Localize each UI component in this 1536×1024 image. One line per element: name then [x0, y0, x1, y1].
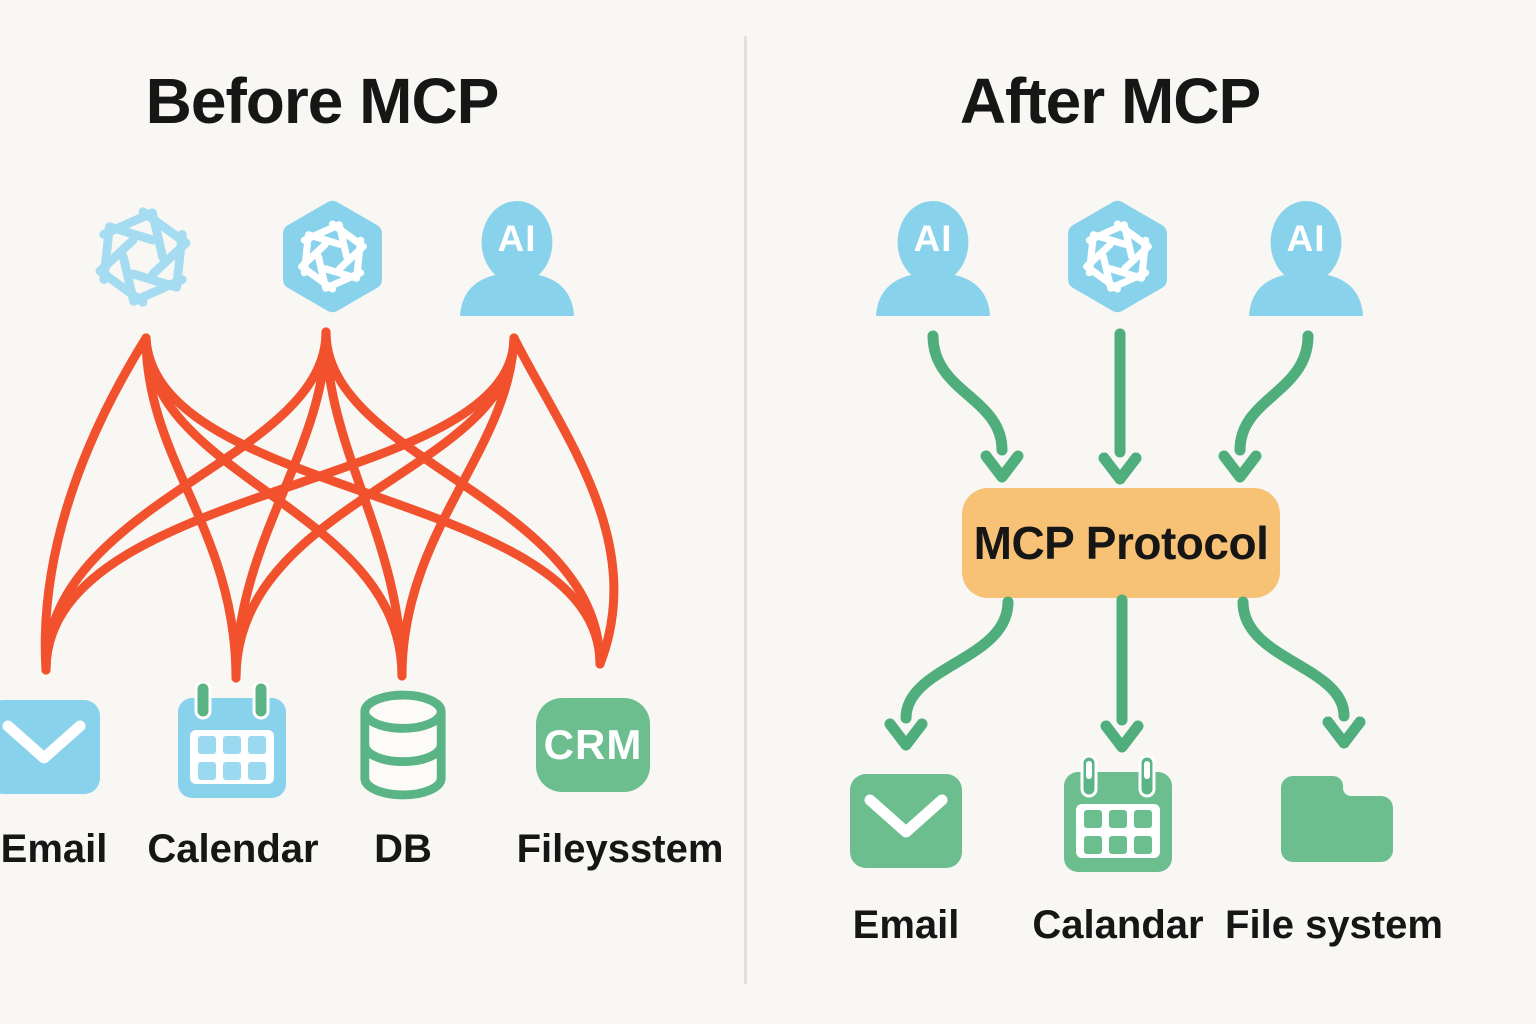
arrows-to-protocol — [927, 328, 1314, 485]
openai-logo-solid-icon — [276, 200, 389, 313]
ai-person-label: AI — [913, 218, 953, 259]
calendar-icon — [1062, 756, 1174, 876]
folder-icon — [1281, 772, 1393, 864]
ai-person-label: AI — [1286, 218, 1326, 259]
after-panel: After MCP AI AI MCP Protocol — [745, 0, 1536, 1024]
ai-person-icon: AI — [874, 198, 992, 316]
database-icon — [356, 688, 450, 802]
tool-label-email: Email — [0, 827, 108, 871]
tool-label-filesystem: Fileysstem — [516, 827, 724, 871]
tool-label-filesystem: File system — [1225, 903, 1443, 947]
tool-label-calendar: Calendar — [147, 827, 319, 871]
before-title: Before MCP — [145, 65, 500, 137]
tool-label-calendar: Calandar — [1032, 903, 1204, 947]
panel-divider — [744, 36, 747, 984]
ai-person-icon: AI — [458, 198, 576, 316]
after-title: After MCP — [959, 65, 1261, 137]
calendar-icon — [176, 682, 288, 802]
before-panel: Before MCP AI — [0, 0, 745, 1024]
ai-person-icon: AI — [1247, 198, 1365, 316]
email-icon — [0, 700, 100, 794]
email-icon — [850, 774, 962, 868]
crm-icon-label: CRM — [543, 721, 643, 768]
tangled-connections-lines — [40, 327, 619, 683]
mcp-protocol-box: MCP Protocol — [962, 488, 1280, 598]
openai-logo-solid-icon — [1061, 200, 1174, 313]
ai-person-label: AI — [497, 218, 537, 259]
crm-icon: CRM — [536, 698, 650, 792]
tool-label-db: DB — [374, 827, 432, 871]
arrows-from-protocol — [884, 594, 1366, 753]
mcp-protocol-label: MCP Protocol — [973, 517, 1269, 569]
tool-label-email: Email — [852, 903, 960, 947]
